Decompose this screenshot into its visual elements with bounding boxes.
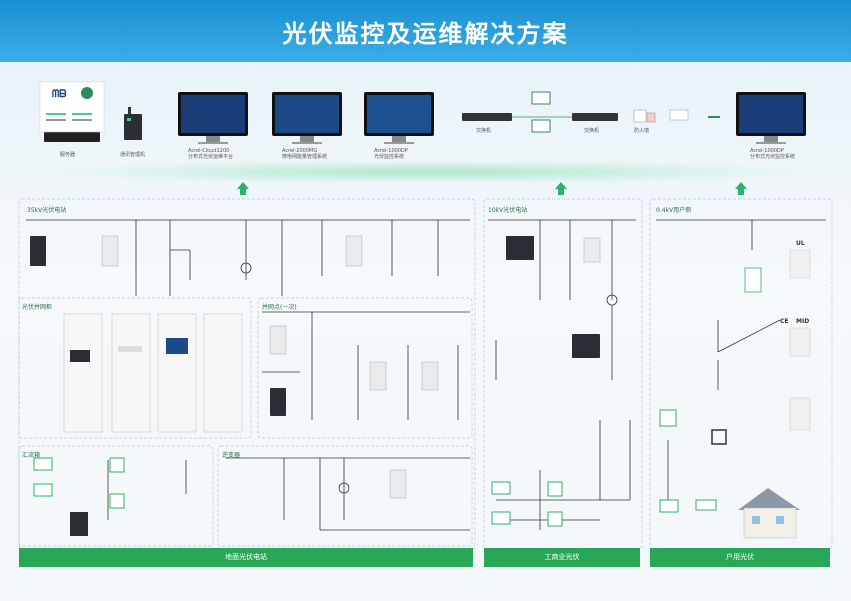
- cabinet-title: 光伏并网柜: [22, 304, 53, 311]
- meter-mid-label: MID: [796, 318, 810, 325]
- monitor2-label: Acrel-2000MG 微电网能量管理系统: [282, 148, 328, 160]
- switch2-label: 交换机: [584, 128, 600, 134]
- switch1-label: 交换机: [476, 128, 492, 134]
- converter-devices: [512, 91, 572, 133]
- bus-04kv: [656, 219, 826, 500]
- sub-lines: [107, 311, 470, 531]
- sub2-title: 汇流箱: [22, 452, 41, 459]
- top-glow: [40, 160, 820, 184]
- svg-text:ᗰᗷ: ᗰᗷ: [52, 88, 66, 100]
- ct-sensor: [711, 429, 727, 445]
- house-icon: [738, 488, 800, 539]
- bus-10kv: [488, 219, 636, 530]
- monitor-3: [364, 92, 434, 144]
- server-label: 服务器: [60, 152, 76, 158]
- gateway-label: 通讯管理机: [120, 152, 146, 158]
- gateway-device: [124, 107, 142, 140]
- footer-household: 户用光伏: [650, 548, 830, 567]
- monitor-1: [178, 92, 248, 144]
- footer-ground: 地面光伏电站: [19, 548, 473, 567]
- monitor-2: [272, 92, 342, 144]
- footer-commercial: 工商业光伏: [484, 548, 640, 567]
- cabinets: [63, 313, 243, 433]
- monitor3-label: Acrel-1000DP 光伏监控系统: [374, 148, 408, 160]
- monitor4-label: Acrel-1000DP 分布式光伏监控系统: [750, 148, 796, 160]
- firewall-devices: [633, 109, 720, 123]
- meter-ce-label: CE: [780, 318, 789, 325]
- section-35kv-title: 35kV光伏电站: [27, 207, 67, 214]
- relay-devices: [30, 235, 811, 499]
- section-10kv-title: 10kV光伏电站: [488, 207, 528, 214]
- firewall-label: 防火墙: [634, 128, 650, 134]
- pv-icons: [33, 409, 717, 527]
- server-device: ᗰᗷ: [39, 81, 105, 142]
- up-arrows: [237, 182, 747, 195]
- meter-ul-label: UL: [796, 240, 805, 247]
- section-04kv-title: 0.4kV用户侧: [656, 207, 692, 214]
- header-banner: 光伏监控及运维解决方案: [0, 0, 851, 62]
- page-title: 光伏监控及运维解决方案: [282, 20, 569, 48]
- monitor-4: [736, 92, 806, 144]
- sub1-title: 并网点(一次): [262, 304, 297, 311]
- monitor1-label: Acrel-Cloud1200 分布式光伏运维平台: [188, 148, 234, 160]
- inverter-device: [70, 512, 88, 536]
- switch-1: [462, 113, 512, 121]
- switch-2: [572, 113, 618, 121]
- bus-35kv: [26, 219, 470, 296]
- sub3-title: 逆变器: [222, 452, 241, 459]
